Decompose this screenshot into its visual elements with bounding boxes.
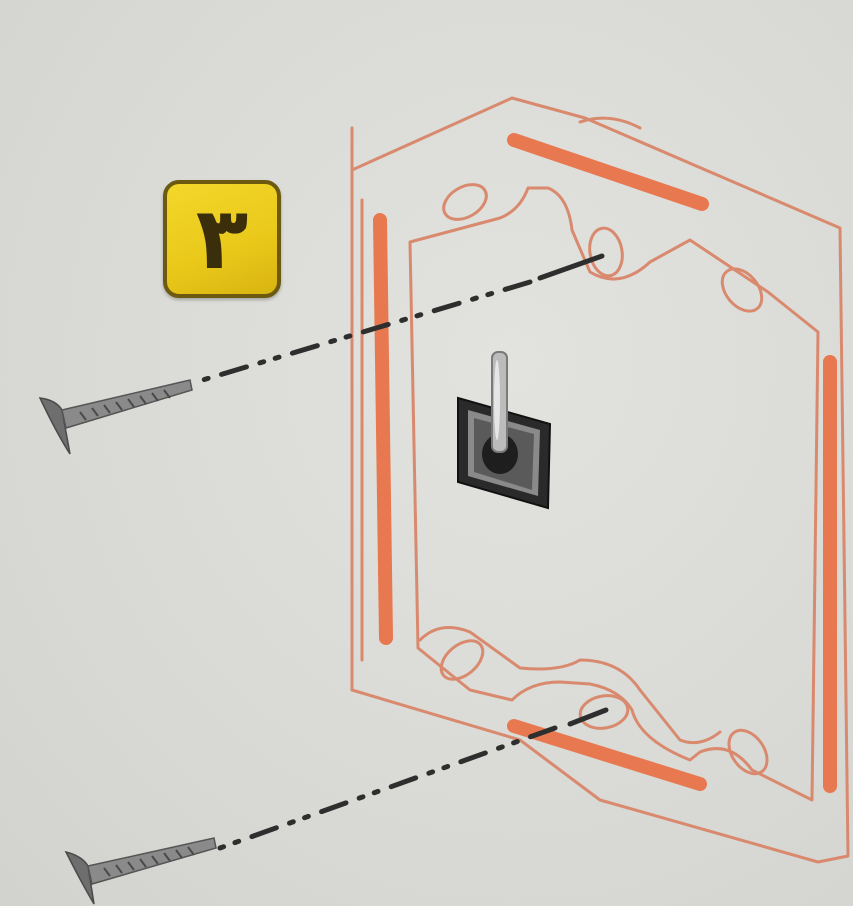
lower-screw-shank <box>88 838 216 884</box>
bracket-hole-top-left <box>438 178 493 227</box>
strip-left <box>380 220 386 638</box>
lower-screw-head <box>66 852 94 904</box>
switch-lever-highlight <box>494 360 500 440</box>
bracket-hole-bottom-right <box>721 723 775 781</box>
strip-top <box>514 140 702 204</box>
upper-screw-icon <box>40 380 192 454</box>
upper-screw-shank <box>62 380 192 428</box>
bracket-top-tab <box>580 118 640 128</box>
guide-line-lower-dashes <box>220 728 555 848</box>
guide-line-lower <box>570 710 606 724</box>
step-number-badge: ۳ <box>163 180 281 298</box>
bracket-slot-top <box>586 226 626 279</box>
lower-screw-icon <box>66 838 216 904</box>
toggle-switch-icon <box>458 352 550 508</box>
bracket-hole-top-right <box>714 261 769 318</box>
step-number: ۳ <box>196 196 249 282</box>
bracket-inner-opening <box>410 188 818 800</box>
